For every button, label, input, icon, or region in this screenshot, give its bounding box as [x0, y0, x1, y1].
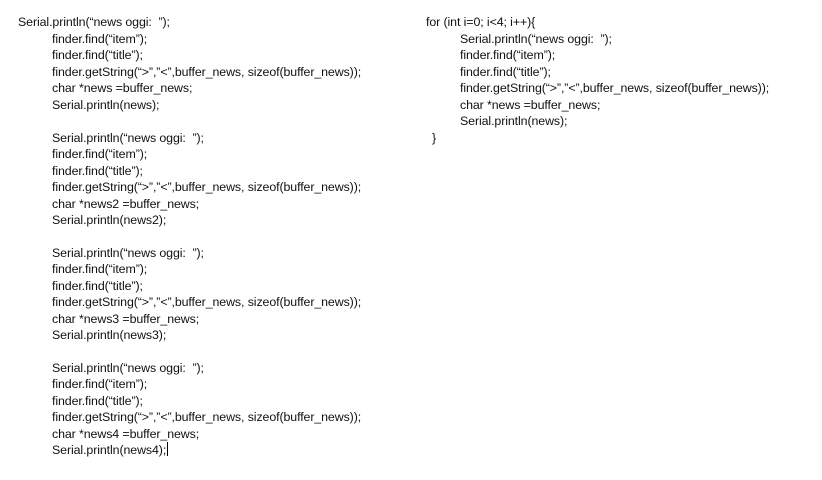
- code-line[interactable]: char *news =buffer_news;: [52, 81, 193, 95]
- code-line[interactable]: }: [432, 131, 437, 145]
- code-line[interactable]: finder.find(“item”);: [52, 262, 148, 276]
- code-line[interactable]: Serial.println(“news oggi: ”);: [52, 246, 204, 260]
- code-line[interactable]: char *news =buffer_news;: [460, 98, 601, 112]
- code-line[interactable]: finder.find(“title”);: [52, 279, 143, 293]
- code-line[interactable]: finder.find(“title”);: [52, 164, 143, 178]
- code-line[interactable]: finder.find(“item”);: [52, 32, 148, 46]
- code-line-text[interactable]: Serial.println(news4);: [52, 443, 167, 457]
- code-line[interactable]: finder.find(“item”);: [52, 147, 148, 161]
- code-line[interactable]: Serial.println(news);: [52, 98, 160, 112]
- code-line[interactable]: finder.getString(“>”,”<”,buffer_news, si…: [460, 81, 770, 95]
- code-line[interactable]: finder.getString(“>”,”<”,buffer_news, si…: [52, 180, 362, 194]
- code-line[interactable]: finder.getString(“>”,”<”,buffer_news, si…: [52, 65, 362, 79]
- code-line[interactable]: finder.getString(“>”,”<”,buffer_news, si…: [52, 295, 362, 309]
- code-line[interactable]: Serial.println(“news oggi: ”);: [18, 15, 170, 29]
- code-line[interactable]: Serial.println(news2);: [52, 213, 167, 227]
- code-line[interactable]: char *news4 =buffer_news;: [52, 427, 200, 441]
- code-line[interactable]: char *news2 =buffer_news;: [52, 197, 200, 211]
- code-line-last[interactable]: Serial.println(news4);: [52, 442, 169, 459]
- code-line[interactable]: char *news3 =buffer_news;: [52, 312, 200, 326]
- code-line[interactable]: finder.find(“title”);: [52, 394, 143, 408]
- code-line[interactable]: finder.find(“item”);: [460, 48, 556, 62]
- code-line[interactable]: Serial.println(news3);: [52, 328, 167, 342]
- code-line[interactable]: Serial.println(news);: [460, 114, 568, 128]
- code-line[interactable]: finder.find(“title”);: [52, 48, 143, 62]
- code-line[interactable]: Serial.println(“news oggi: ”);: [52, 131, 204, 145]
- code-line[interactable]: Serial.println(“news oggi: ”);: [52, 361, 204, 375]
- code-line[interactable]: finder.find(“title”);: [460, 65, 551, 79]
- code-line[interactable]: Serial.println(“news oggi: ”);: [460, 32, 612, 46]
- text-cursor: [167, 442, 169, 456]
- code-line[interactable]: finder.getString(“>”,”<”,buffer_news, si…: [52, 410, 362, 424]
- code-line[interactable]: finder.find(“item”);: [52, 377, 148, 391]
- code-line[interactable]: for (int i=0; i<4; i++){: [426, 15, 536, 29]
